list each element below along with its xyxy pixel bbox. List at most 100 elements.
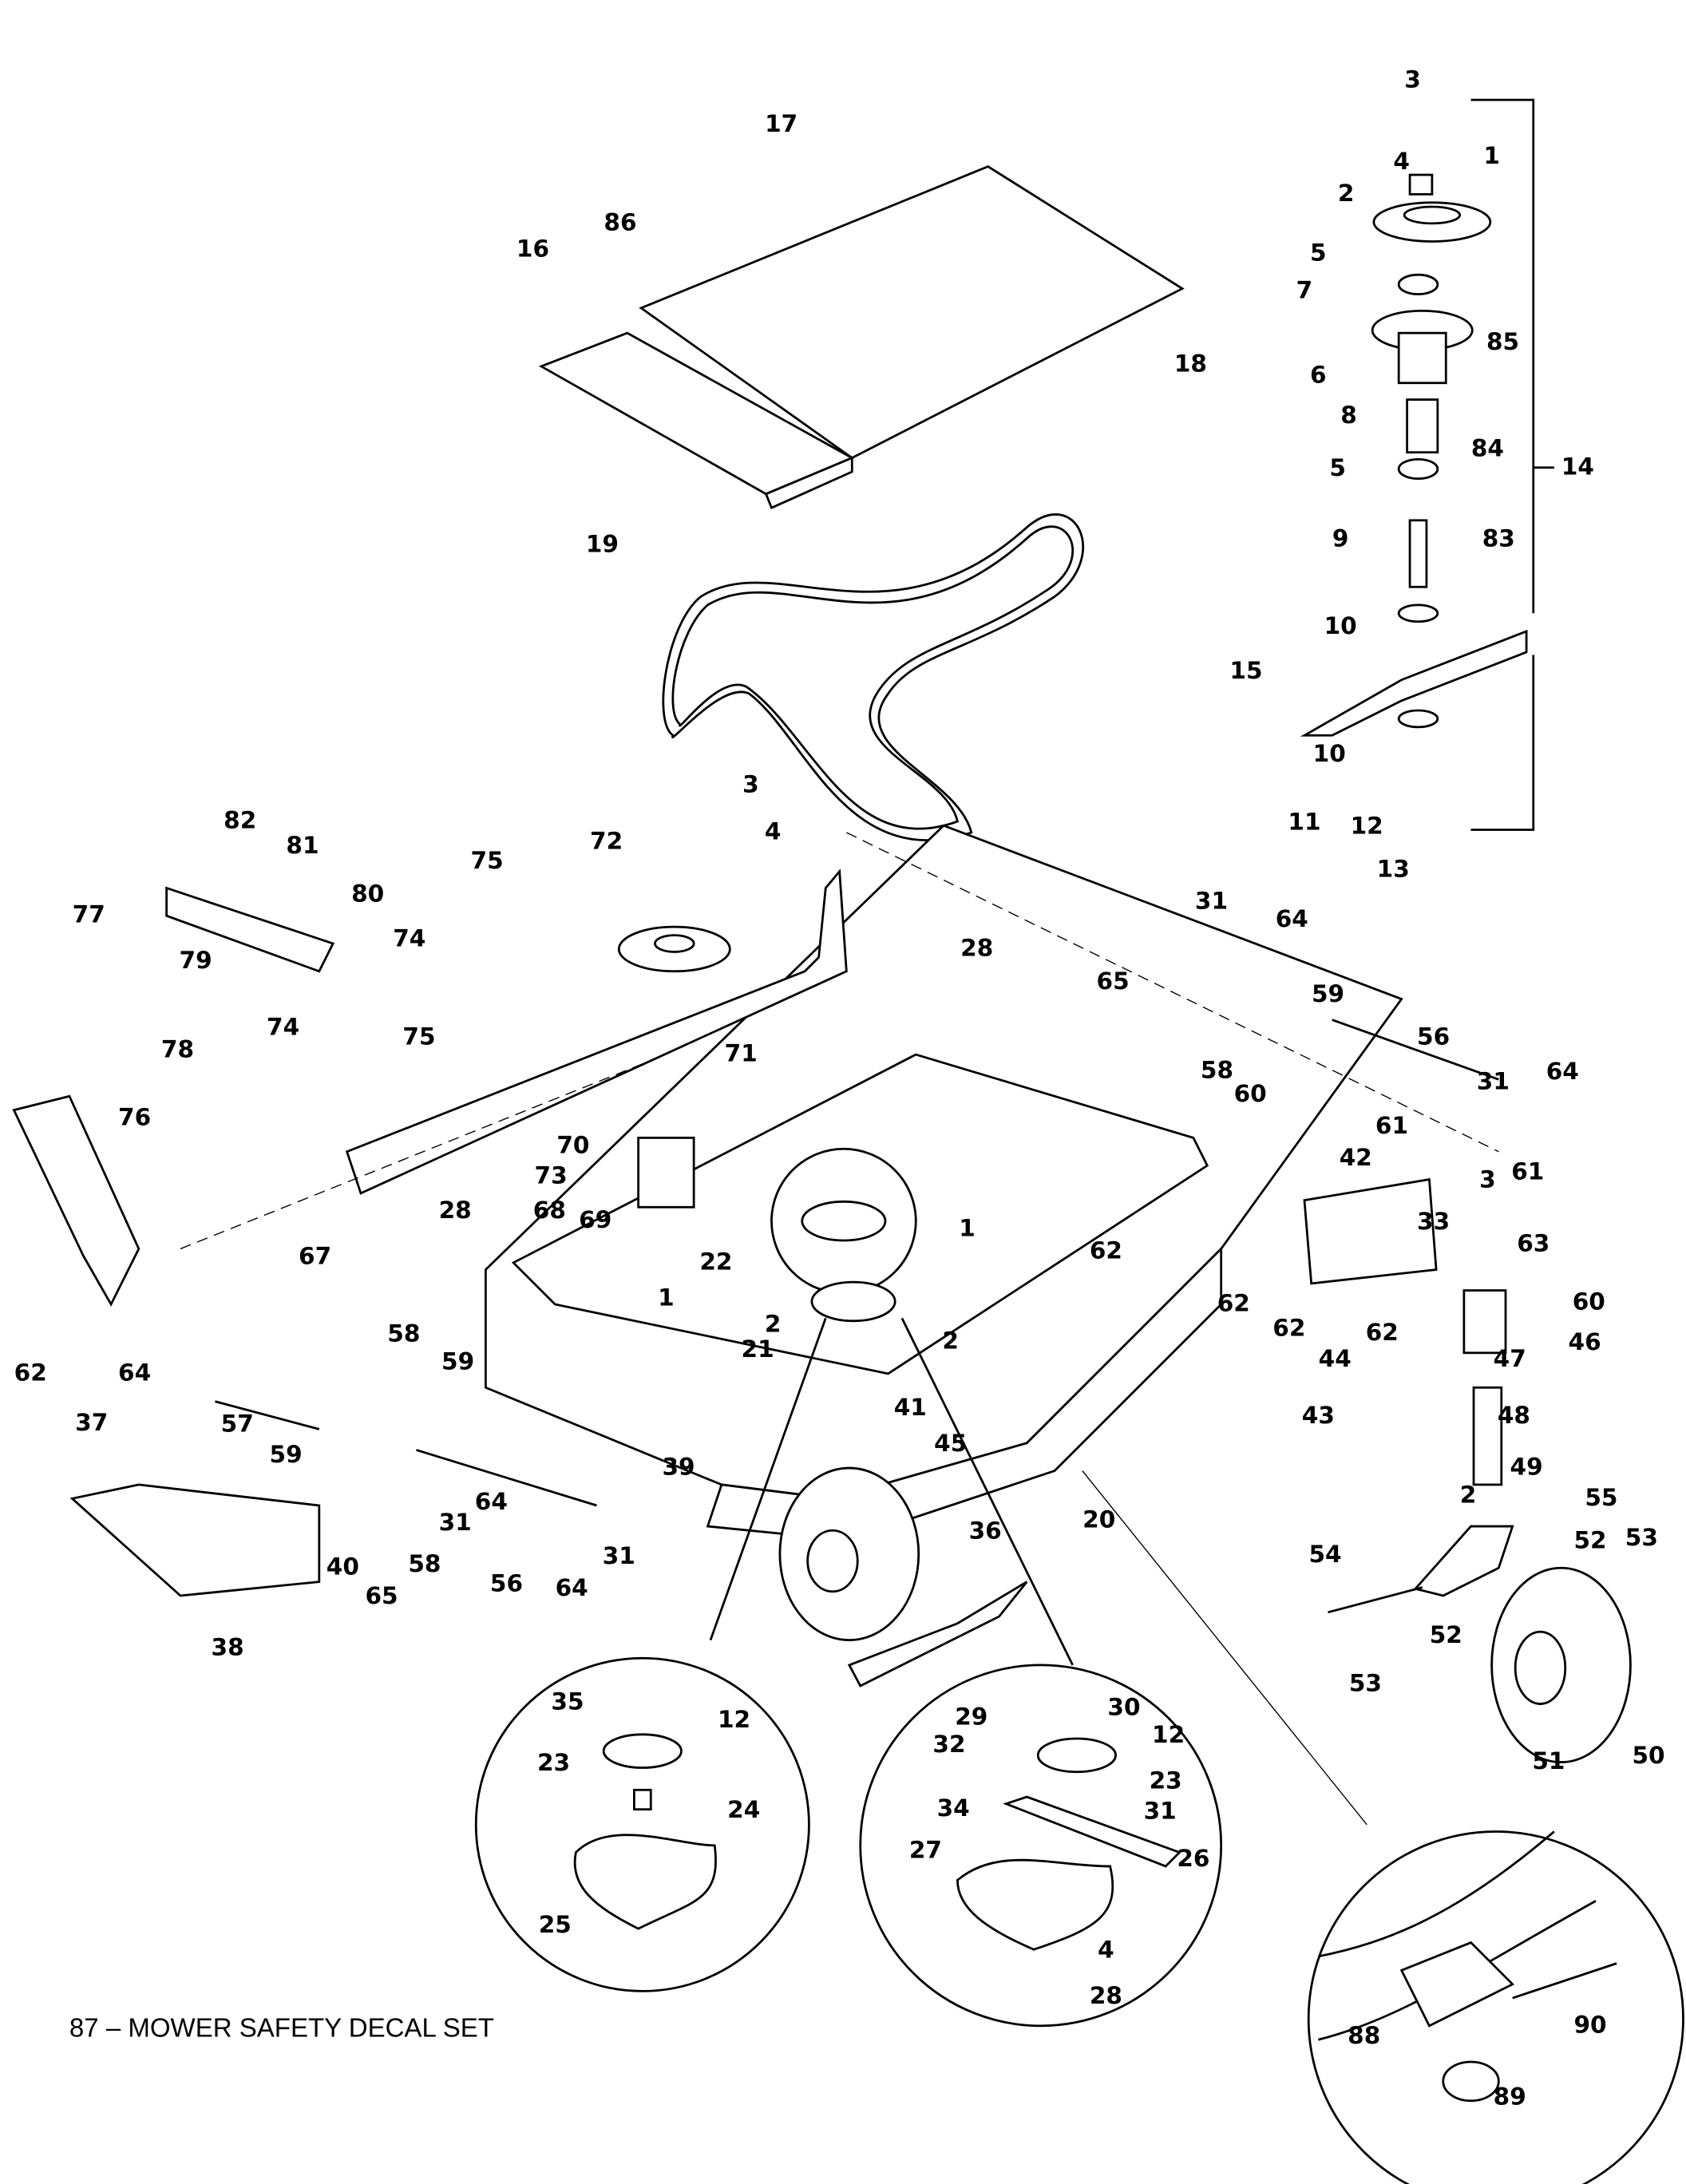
part-number-label: 31 xyxy=(1144,1798,1177,1825)
part-number-label: 68 xyxy=(533,1197,566,1224)
part-number-label: 61 xyxy=(1375,1112,1408,1139)
part-number-label: 62 xyxy=(1366,1319,1399,1346)
part-number-label: 12 xyxy=(1351,812,1383,839)
part-number-label: 69 xyxy=(579,1206,611,1233)
part-number-label: 72 xyxy=(590,828,623,855)
part-number-label: 64 xyxy=(1546,1058,1579,1085)
part-number-label: 86 xyxy=(604,208,636,235)
part-number-label: 56 xyxy=(1417,1023,1450,1050)
part-number-label: 45 xyxy=(934,1430,967,1457)
part-number-label: 15 xyxy=(1229,657,1262,684)
part-number-label: 48 xyxy=(1498,1402,1530,1429)
part-number-label: 23 xyxy=(537,1749,570,1776)
part-number-label: 30 xyxy=(1107,1693,1140,1720)
part-number-label: 63 xyxy=(1517,1230,1549,1257)
part-number-label: 28 xyxy=(439,1197,472,1224)
part-number-label: 89 xyxy=(1494,2083,1526,2111)
part-number-label: 59 xyxy=(441,1347,474,1375)
part-number-label: 58 xyxy=(1201,1056,1233,1083)
part-number-label: 46 xyxy=(1569,1328,1601,1355)
part-number-label: 23 xyxy=(1150,1767,1182,1794)
part-number-label: 73 xyxy=(535,1162,568,1189)
part-number-label: 55 xyxy=(1585,1484,1617,1511)
part-number-label: 7 xyxy=(1296,277,1313,304)
part-number-label: 25 xyxy=(539,1911,572,1938)
part-number-label: 10 xyxy=(1313,740,1346,767)
part-number-label: 51 xyxy=(1532,1747,1565,1774)
part-number-label: 78 xyxy=(161,1035,194,1062)
part-number-label: 35 xyxy=(551,1687,584,1715)
part-number-label: 43 xyxy=(1302,1402,1335,1429)
part-number-label: 11 xyxy=(1288,808,1320,835)
part-number-label: 61 xyxy=(1511,1157,1544,1185)
part-number-label: 44 xyxy=(1319,1345,1352,1372)
part-number-label: 60 xyxy=(1573,1288,1605,1316)
part-number-label: 38 xyxy=(212,1634,244,1661)
part-number-label: 62 xyxy=(14,1359,47,1386)
part-number-label: 52 xyxy=(1573,1527,1606,1554)
part-number-label: 71 xyxy=(725,1040,758,1067)
spindle-assembly-14 xyxy=(1300,98,1554,831)
part-number-label: 28 xyxy=(960,934,993,961)
part-number-label: 2 xyxy=(765,1311,782,1338)
part-number-label: 60 xyxy=(1234,1080,1267,1107)
part-number-label: 54 xyxy=(1308,1541,1341,1568)
part-number-label: 36 xyxy=(969,1517,1002,1545)
belt-19 xyxy=(662,513,1085,841)
part-number-label: 79 xyxy=(180,947,212,974)
part-number-label: 64 xyxy=(475,1488,508,1515)
part-number-label: 3 xyxy=(742,770,759,797)
part-number-label: 67 xyxy=(299,1242,331,1269)
part-number-label: 74 xyxy=(393,924,425,952)
part-number-label: 57 xyxy=(221,1410,254,1438)
part-number-label: 88 xyxy=(1348,2022,1380,2049)
part-number-label: 21 xyxy=(742,1335,774,1363)
part-number-label: 20 xyxy=(1082,1506,1115,1533)
part-number-label: 58 xyxy=(408,1550,441,1577)
part-number-label: 75 xyxy=(471,847,504,874)
part-number-label: 19 xyxy=(586,531,619,558)
part-number-label: 26 xyxy=(1177,1845,1209,1872)
part-number-label: 1 xyxy=(1483,142,1500,169)
part-number-label: 18 xyxy=(1174,350,1207,378)
shaft-57 xyxy=(215,1400,320,1430)
part-number-label: 77 xyxy=(73,901,105,928)
part-number-label: 4 xyxy=(1098,1936,1114,1963)
part-number-label: 40 xyxy=(327,1553,359,1581)
belt-19-inner-edge xyxy=(671,525,1074,830)
part-number-label: 70 xyxy=(556,1131,589,1158)
part-number-label: 31 xyxy=(1477,1067,1510,1094)
part-number-label: 82 xyxy=(224,807,256,834)
part-number-label: 2 xyxy=(1460,1481,1477,1508)
part-number-label: 56 xyxy=(490,1570,523,1597)
part-number-label: 22 xyxy=(699,1248,732,1275)
alignment-line xyxy=(180,1054,667,1250)
part-number-label: 41 xyxy=(894,1394,927,1421)
idler-pulleys xyxy=(770,1147,917,1323)
part-number-label: 14 xyxy=(1561,453,1594,480)
part-number-label: 65 xyxy=(365,1582,398,1609)
part-number-label: 9 xyxy=(1332,525,1349,552)
part-number-label: 24 xyxy=(727,1796,760,1823)
decal-set-caption: 87 – MOWER SAFETY DECAL SET xyxy=(69,2013,494,2043)
part-number-label: 2 xyxy=(1338,180,1355,207)
part-number-label: 49 xyxy=(1510,1454,1543,1481)
part-number-label: 39 xyxy=(662,1454,695,1481)
alignment-line xyxy=(846,832,1499,1153)
part-number-label: 64 xyxy=(1276,905,1308,932)
part-number-label: 52 xyxy=(1430,1621,1462,1648)
part-number-label: 42 xyxy=(1340,1144,1372,1171)
part-number-label: 33 xyxy=(1417,1208,1450,1235)
part-number-label: 1 xyxy=(658,1284,675,1311)
part-number-label: 5 xyxy=(1310,239,1327,267)
detail-circle-left xyxy=(474,1317,827,1992)
part-number-label: 59 xyxy=(1312,980,1344,1007)
deck-cover-17 xyxy=(538,165,1185,510)
part-number-label: 65 xyxy=(1097,967,1130,995)
detail-circle-bottom-right xyxy=(1082,1470,1684,2184)
part-number-label: 34 xyxy=(937,1794,970,1822)
part-number-label: 62 xyxy=(1090,1236,1122,1264)
part-number-label: 2 xyxy=(942,1327,959,1354)
